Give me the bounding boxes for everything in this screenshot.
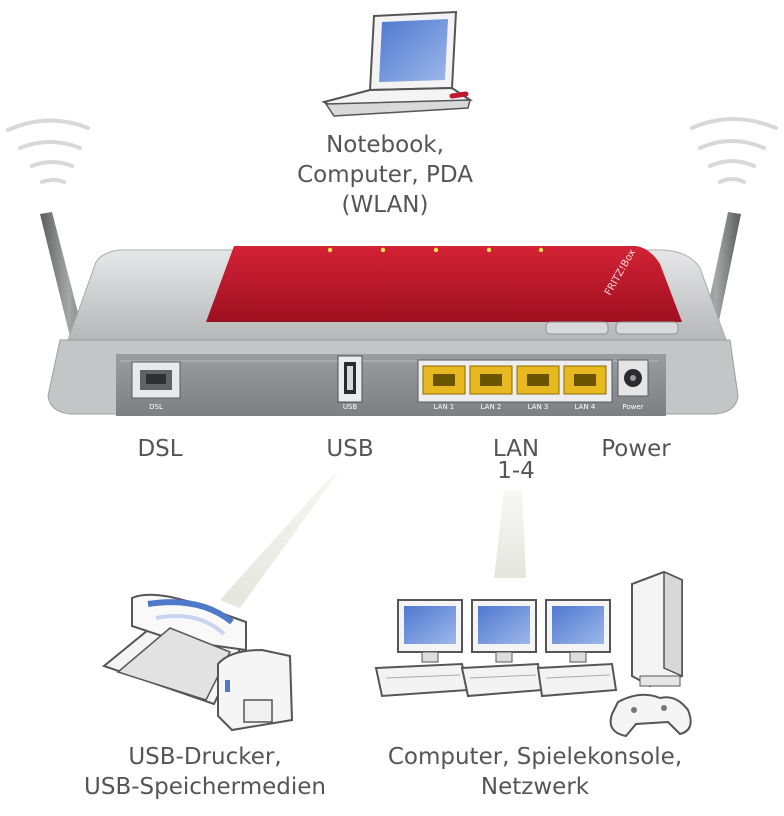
lan-label-line1: LAN bbox=[492, 436, 540, 462]
router-port-caption-dsl: DSL bbox=[149, 403, 163, 411]
game-console-icon bbox=[631, 570, 683, 688]
lan-devices-label-line2: Netzwerk bbox=[480, 774, 590, 800]
usb-label: USB bbox=[326, 436, 374, 462]
wlan-waves-left-icon bbox=[6, 118, 90, 184]
notebook-icon bbox=[321, 10, 473, 117]
notebook-label-line2: Computer, PDA bbox=[297, 162, 473, 188]
lan-devices-label-line1: Computer, Spielekonsole, bbox=[387, 744, 683, 770]
router-port-caption-power: Power bbox=[622, 403, 644, 411]
usb-devices-label-line1: USB-Drucker, bbox=[128, 744, 282, 770]
printer-icon bbox=[101, 593, 248, 706]
notebook-label: Notebook, Computer, PDA (WLAN) bbox=[260, 130, 510, 220]
computer-1-icon bbox=[374, 599, 470, 698]
lan-label: LAN 1-4 bbox=[468, 434, 564, 486]
router-port-caption-lan4: LAN 4 bbox=[574, 403, 596, 411]
lan-label-line2: 1-4 bbox=[497, 458, 535, 484]
router-port-caption-lan2: LAN 2 bbox=[480, 403, 502, 411]
storage-drive-icon bbox=[217, 648, 294, 732]
computer-2-icon bbox=[460, 599, 544, 698]
router-port-caption-lan3: LAN 3 bbox=[527, 403, 549, 411]
router-port-caption-lan1: LAN 1 bbox=[433, 403, 455, 411]
lan-connection-beam bbox=[494, 490, 526, 578]
usb-devices-label: USB-Drucker, USB-Speichermedien bbox=[60, 742, 350, 802]
usb-connection-beam bbox=[220, 470, 340, 608]
computer-3-icon bbox=[536, 599, 618, 698]
notebook-label-line3: (WLAN) bbox=[341, 192, 429, 218]
router-icon: FRITZ!Box bbox=[47, 246, 739, 416]
notebook-label-line1: Notebook, bbox=[326, 132, 444, 158]
lan-devices-label: Computer, Spielekonsole, Netzwerk bbox=[370, 742, 700, 802]
router-port-caption-usb: USB bbox=[342, 403, 358, 411]
dsl-label: DSL bbox=[137, 436, 183, 462]
wlan-waves-right-icon bbox=[690, 117, 778, 184]
game-controller-icon bbox=[609, 693, 692, 738]
usb-devices-label-line2: USB-Speichermedien bbox=[84, 774, 326, 800]
power-label: Power bbox=[601, 436, 671, 462]
